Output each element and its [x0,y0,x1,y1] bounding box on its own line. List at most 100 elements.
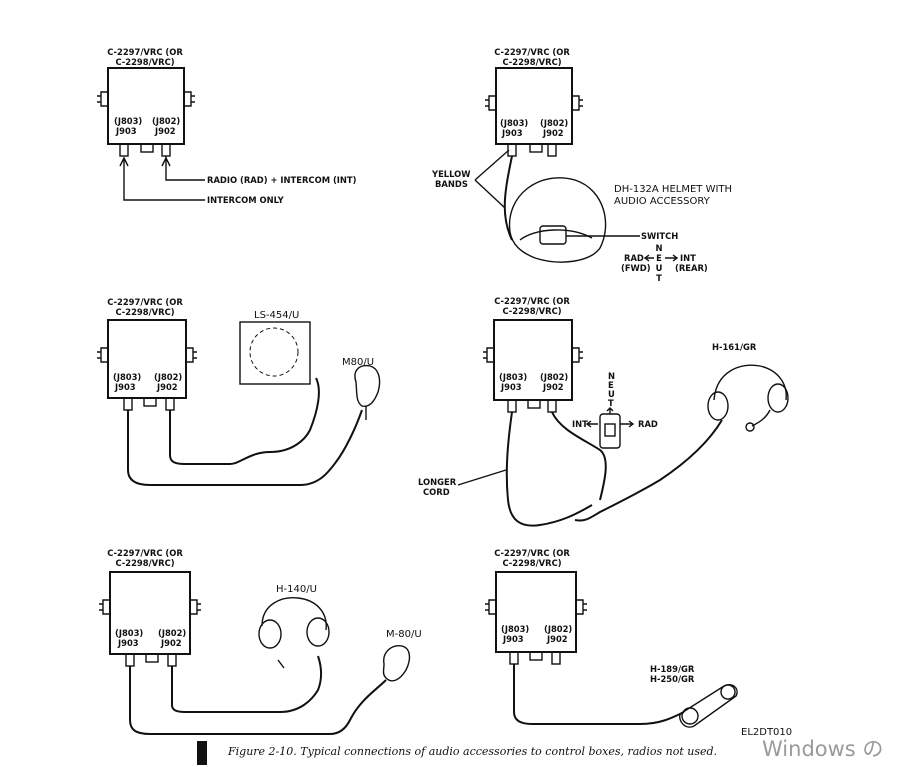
jack-label-j902: J902 [546,634,568,644]
arrow-up-icon [606,407,614,414]
jack-connectors [123,397,175,411]
speaker-cord [229,377,320,465]
label-headset: H-161/GR [712,342,757,352]
arrow-right-icon [665,254,679,262]
handset-icon [679,684,738,728]
headset-icon [707,364,789,432]
jack-label-j903: J903 [114,382,136,392]
label-longer: LONGER [418,477,457,487]
panel-speaker-mic: C-2297/VRC (OR C-2298/VRC) (J803) J903 (… [97,297,381,486]
box-title-line2: C-2298/VRC) [502,558,561,568]
box-title-line1: C-2297/VRC (OR [107,548,183,558]
figure-ref-code: EL2DT010 [741,727,793,738]
mic-cord [129,666,387,735]
jack-label-j803: (J803) [115,628,143,638]
control-box [485,67,583,145]
control-box [97,67,195,145]
box-title-line2: C-2298/VRC) [115,558,174,568]
jack-label-j803: (J803) [501,624,529,634]
label-intercom-only: INTERCOM ONLY [207,195,285,205]
arrow-right-icon [620,420,635,428]
panel-h140: C-2297/VRC (OR C-2298/VRC) (J803) J903 (… [99,548,422,735]
box-title-line1: C-2297/VRC (OR [494,296,570,306]
panel-intercom-radio: C-2297/VRC (OR C-2298/VRC) (J803) J903 (… [97,47,357,205]
jack-label-j802: (J802) [540,118,568,128]
caption-marker [197,741,207,765]
switch-cord [551,411,607,501]
label-speaker: LS-454/U [254,310,299,321]
jack-label-j802: (J802) [540,372,568,382]
box-title-line2: C-2298/VRC) [115,307,174,317]
jack-label-j902: J902 [154,126,176,136]
jack-label-j802: (J802) [158,628,186,638]
jack-label-j803: (J803) [114,116,142,126]
jack-label-j803: (J803) [113,372,141,382]
microphone-icon [354,364,381,420]
arrow-up-icon [119,156,129,167]
jack-label-j802: (J802) [152,116,180,126]
label-handset-line2: H-250/GR [650,674,695,684]
label-fwd: (FWD) [621,263,651,273]
panel-helmet: C-2297/VRC (OR C-2298/VRC) (J803) J903 (… [431,47,732,283]
helmet-cord [503,155,513,241]
speaker-icon [239,321,311,385]
jack-label-j902: J902 [156,382,178,392]
label-rad: RAD [624,253,644,263]
jack-label-j903: J903 [501,128,523,138]
handset-cord [513,664,685,725]
figure-caption: Figure 2-10. Typical connections of audi… [228,745,718,758]
jack-label-j902: J902 [160,638,182,648]
label-helmet-line2: AUDIO ACCESSORY [614,196,711,207]
label-yellow: YELLOW [431,169,471,179]
longer-cord [505,411,593,527]
box-title-line2: C-2298/VRC) [502,306,561,316]
jack-connectors [509,651,561,665]
jack-connectors [507,143,557,157]
jack-label-j902: J902 [542,128,564,138]
jack-label-j903: J903 [115,126,137,136]
panel-h161: C-2297/VRC (OR C-2298/VRC) (J803) J903 (… [418,296,789,527]
jack-connectors [119,143,171,157]
label-int: INT [680,253,696,263]
neut-letter: T [656,273,662,283]
box-title-line2: C-2298/VRC) [115,57,174,67]
jack-connectors [507,399,557,413]
neut-letter: E [656,253,662,263]
label-rad: RAD [638,419,658,429]
neut-letter: N [655,243,662,253]
label-radio-intercom: RADIO (RAD) + INTERCOM (INT) [207,175,357,185]
jack-label-j903: J903 [500,382,522,392]
label-headset: H-140/U [276,584,317,595]
arrow-up-icon [161,156,171,167]
panel-handset: C-2297/VRC (OR C-2298/VRC) (J803) J903 (… [485,548,738,728]
jack-connectors [125,653,177,667]
headset-cord [171,655,322,713]
label-helmet-line1: DH-132A HELMET WITH [614,184,732,195]
label-bands: BANDS [435,179,468,189]
microphone-icon [382,645,411,682]
neut-letter: T [608,398,614,408]
headset-cord [574,419,723,522]
neut-letter: U [656,263,663,273]
control-box [485,571,587,653]
control-box [483,319,583,401]
label-cord: CORD [423,487,450,497]
jack-label-j803: (J803) [499,372,527,382]
control-box [97,319,197,399]
leader-intercom-only [123,160,205,201]
box-title-line1: C-2297/VRC (OR [494,47,570,57]
mic-cord [127,409,363,486]
control-box [99,571,201,655]
headset-icon [258,597,330,669]
jack-label-j803: (J803) [500,118,528,128]
label-switch: SWITCH [641,231,678,241]
box-title-line2: C-2298/VRC) [502,57,561,67]
speaker-cord [169,410,230,465]
leader-longer-cord [457,469,507,486]
jack-label-j903: J903 [117,638,139,648]
label-mic: M-80/U [386,629,422,640]
box-title-line1: C-2297/VRC (OR [107,47,183,57]
leader-yellow-bands [474,149,510,209]
neut-letter: U [608,389,615,399]
switch-icon [599,413,621,449]
